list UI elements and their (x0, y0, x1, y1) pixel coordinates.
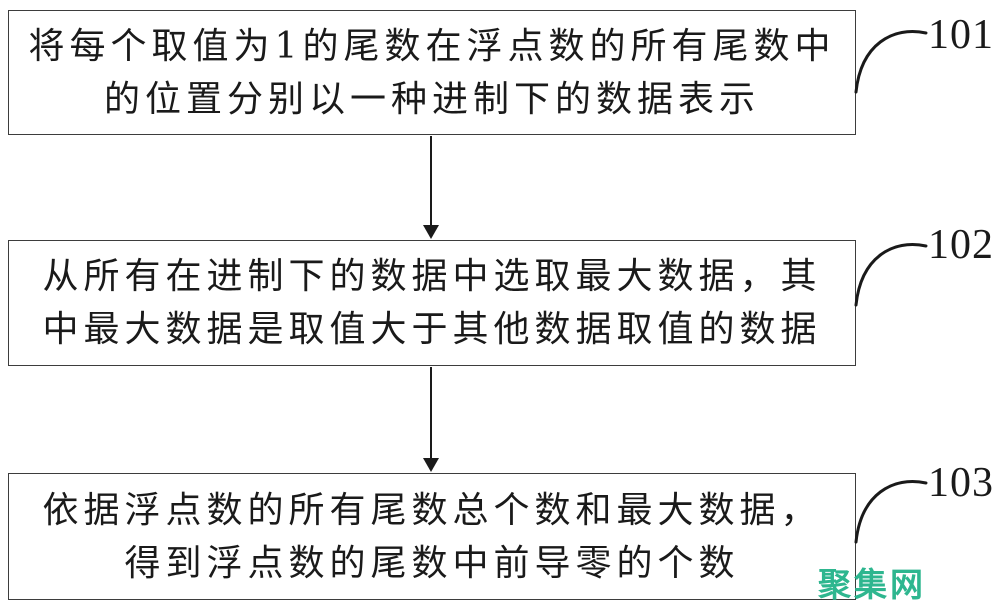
connector-arc-103 (854, 480, 928, 544)
arrow-head-icon (423, 458, 439, 472)
flow-arrow-101-to-102 (421, 136, 441, 239)
arrow-line (430, 136, 432, 225)
step-number-label-101: 101 (928, 12, 994, 58)
step-101-text-line-1: 将每个取值为1的尾数在浮点数的所有尾数中 (28, 25, 836, 67)
arrow-head-icon (423, 225, 439, 239)
step-101-text-line-2: 的位置分别以一种进制下的数据表示 (103, 78, 760, 120)
connector-arc-102 (854, 243, 928, 307)
step-102-text-line-2: 中最大数据是取值大于其他数据取值的数据 (42, 309, 822, 350)
flowchart-step-box-101: 将每个取值为1的尾数在浮点数的所有尾数中 的位置分别以一种进制下的数据表示 (8, 10, 856, 135)
arrow-line (430, 367, 432, 458)
flow-arrow-102-to-103 (421, 367, 441, 472)
watermark: 聚集网 (818, 565, 926, 604)
step-number-label-102: 102 (928, 222, 994, 268)
step-103-text-line-2: 得到浮点数的尾数中前导零的个数 (124, 542, 740, 584)
step-102-text-line-1: 从所有在进制下的数据中选取最大数据，其 (42, 256, 822, 297)
step-number-label-103: 103 (928, 460, 994, 506)
flowchart-step-box-102: 从所有在进制下的数据中选取最大数据，其 中最大数据是取值大于其他数据取值的数据 (8, 240, 856, 366)
connector-arc-101 (854, 30, 928, 94)
flowchart-step-box-103: 依据浮点数的所有尾数总个数和最大数据， 得到浮点数的尾数中前导零的个数 (8, 473, 856, 600)
step-103-text-line-1: 依据浮点数的所有尾数总个数和最大数据， (42, 489, 822, 531)
